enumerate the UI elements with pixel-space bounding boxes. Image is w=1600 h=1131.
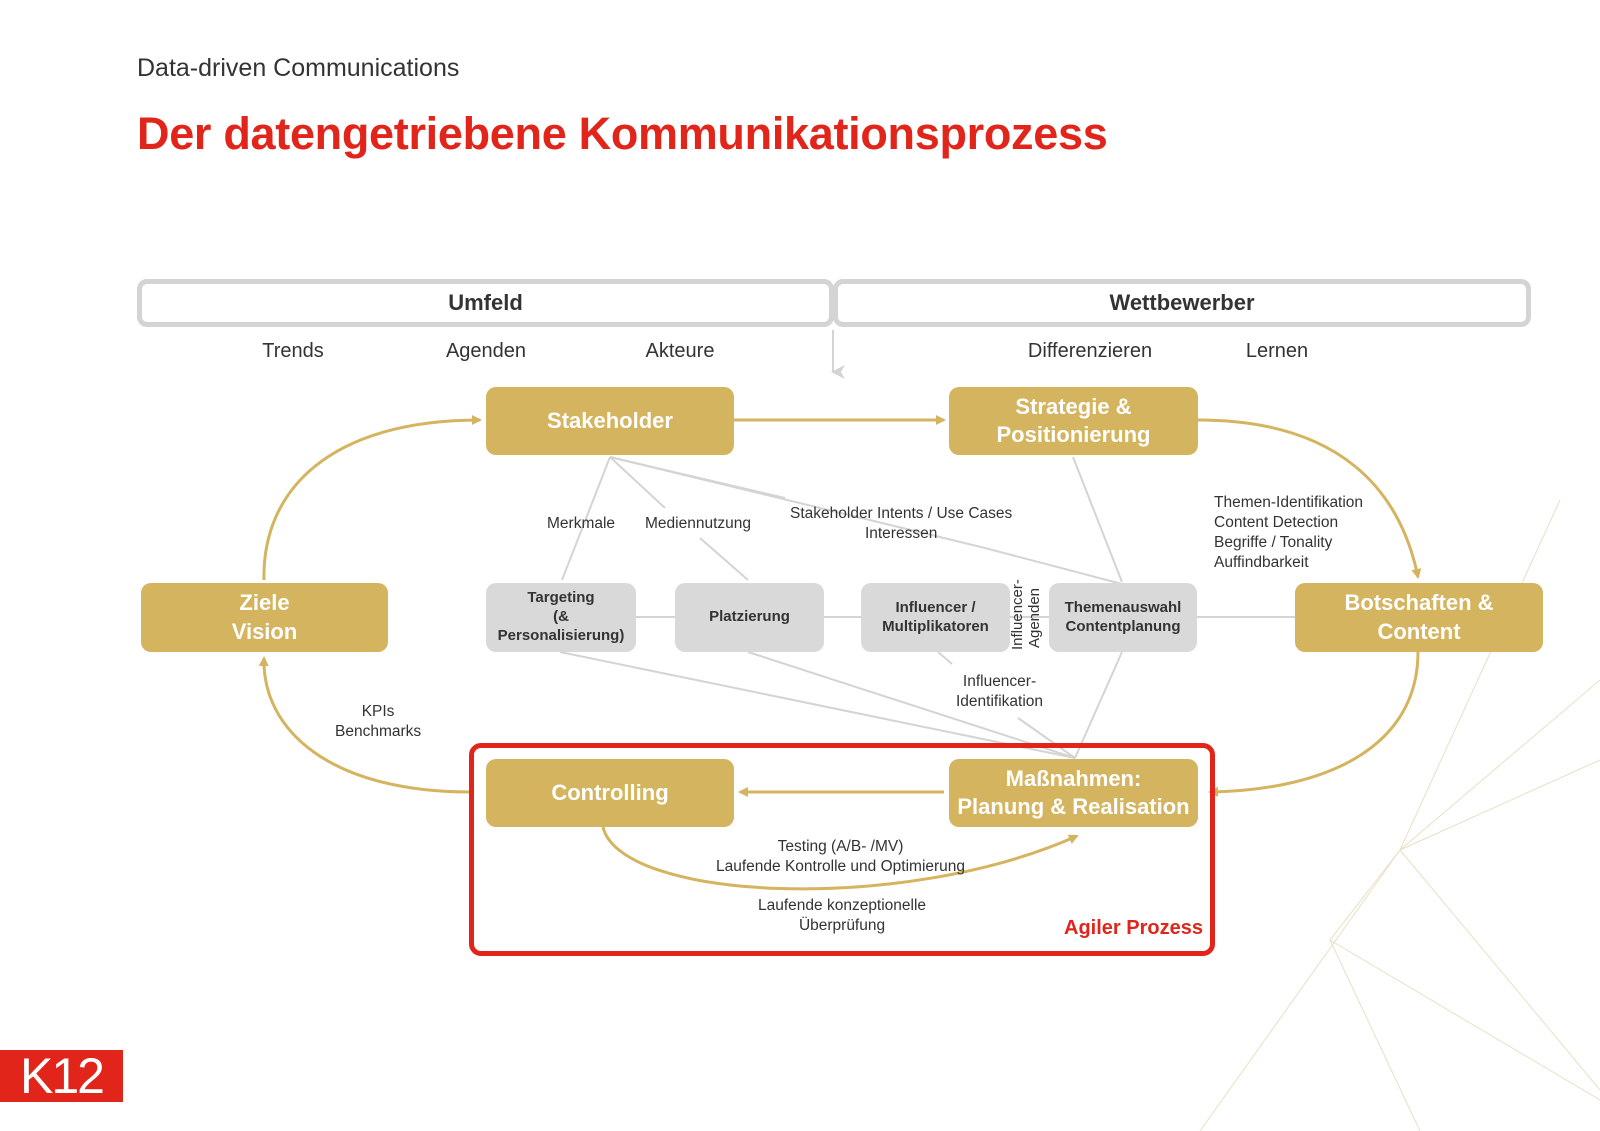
annotation-influencer-identifikation: Influencer- Identifikation: [956, 672, 1043, 712]
grey-connectors: [559, 330, 1295, 759]
annotation-kpis-line2: Benchmarks: [335, 723, 422, 741]
node-botschaften-line2: Content: [1377, 618, 1461, 644]
node-controlling-label: Controlling: [551, 779, 669, 805]
node-themenauswahl-line1: Themenauswahl: [1064, 598, 1182, 616]
annotation-themen-line4: Auffindbarkeit: [1214, 554, 1309, 572]
node-targeting: Targeting(&Personalisierung): [486, 583, 636, 652]
node-stakeholder: Stakeholder: [486, 387, 734, 455]
annotation-themen-identifikation: Themen-Identifikation Content Detection …: [1214, 493, 1363, 574]
node-platzierung: Platzierung: [675, 583, 824, 652]
node-massnahmen-line2: Planung & Realisation: [957, 794, 1190, 819]
annotation-testing: Testing (A/B- /MV) Laufende Kontrolle un…: [716, 837, 965, 877]
node-botschaften-line1: Botschaften &: [1344, 590, 1494, 616]
annotation-intents-line2: Interessen: [864, 525, 938, 543]
node-ziele-line2: Vision: [231, 618, 298, 644]
node-strategie: Strategie & Positionierung: [949, 387, 1198, 455]
annotation-mediennutzung: Mediennutzung: [645, 515, 751, 532]
annotation-influencer-ident-line1: Influencer-: [962, 673, 1037, 690]
annotation-influencer-agenden: Influencer- Agenden: [1009, 579, 1049, 650]
node-controlling: Controlling: [486, 759, 734, 827]
label-differenzieren: Differenzieren: [1027, 340, 1153, 362]
annotation-merkmale: Merkmale: [547, 515, 616, 532]
node-influencer-line1: Influencer /: [895, 598, 976, 616]
annotation-konzept-line2: Überprüfung: [798, 917, 886, 935]
annotation-themen-line3: Begriffe / Tonality: [1214, 534, 1333, 552]
umfeld-label: Umfeld: [448, 290, 523, 315]
agile-process-frame: [469, 743, 1215, 956]
annotation-konzept-line1: Laufende konzeptionelle: [758, 897, 927, 914]
umfeld-box: Umfeld: [137, 279, 834, 327]
annotation-themen-line2: Content Detection: [1214, 514, 1339, 532]
node-influencer-line2: Multiplikatoren: [882, 617, 989, 635]
decorative-lines: [1199, 499, 1600, 1131]
presentation-subtitle: Data-driven Communications: [137, 54, 460, 82]
node-influencer: Influencer /Multiplikatoren: [861, 583, 1010, 652]
annotation-testing-line1: Testing (A/B- /MV): [777, 838, 904, 855]
node-ziele-line1: Ziele: [239, 590, 290, 616]
node-targeting-line3: Personalisierung): [497, 626, 625, 644]
annotation-konzeptionell: Laufende konzeptionelle Überprüfung: [758, 896, 926, 936]
node-platzierung-label: Platzierung: [709, 608, 790, 626]
label-lernen: Lernen: [1245, 340, 1309, 362]
wettbewerber-label: Wettbewerber: [1109, 290, 1255, 315]
node-themenauswahl-line2: Contentplanung: [1065, 617, 1181, 635]
annotation-kpis-line1: KPIs: [361, 703, 395, 720]
node-targeting-line1: Targeting: [527, 589, 595, 607]
node-massnahmen-line1: Maßnahmen:: [1005, 765, 1142, 791]
gold-cycle-arrows: [258, 415, 1422, 891]
annotation-stakeholder-intents: Stakeholder Intents / Use Cases Interess…: [790, 504, 1012, 544]
annotation-intents-line1: Stakeholder Intents / Use Cases: [790, 505, 1013, 522]
label-trends: Trends: [262, 340, 324, 362]
label-agenden: Agenden: [445, 340, 527, 362]
annotation-kpis: KPIs Benchmarks: [335, 702, 421, 742]
annotation-influencer-agenden-line2: Agenden: [1026, 587, 1044, 649]
node-massnahmen: Maßnahmen: Planung & Realisation: [949, 759, 1198, 827]
node-targeting-line2: (&: [553, 608, 569, 626]
node-strategie-line1: Strategie &: [1015, 393, 1132, 419]
wettbewerber-box: Wettbewerber: [833, 279, 1531, 327]
annotation-testing-line2: Laufende Kontrolle und Optimierung: [716, 858, 966, 876]
label-akteure: Akteure: [645, 340, 715, 362]
annotation-themen-line1: Themen-Identifikation: [1214, 494, 1364, 511]
annotation-influencer-ident-line2: Identifikation: [956, 693, 1044, 711]
slide-title: Der datengetriebene Kommunikationsprozes…: [137, 108, 1108, 159]
node-stakeholder-label: Stakeholder: [547, 407, 673, 433]
node-botschaften: Botschaften &Content: [1295, 583, 1543, 652]
annotation-influencer-agenden-line1: Influencer-: [1009, 579, 1026, 650]
agile-process-label: Agiler Prozess: [1064, 917, 1203, 939]
node-strategie-line2: Positionierung: [996, 422, 1151, 447]
k12-logo: K12: [0, 1050, 123, 1102]
